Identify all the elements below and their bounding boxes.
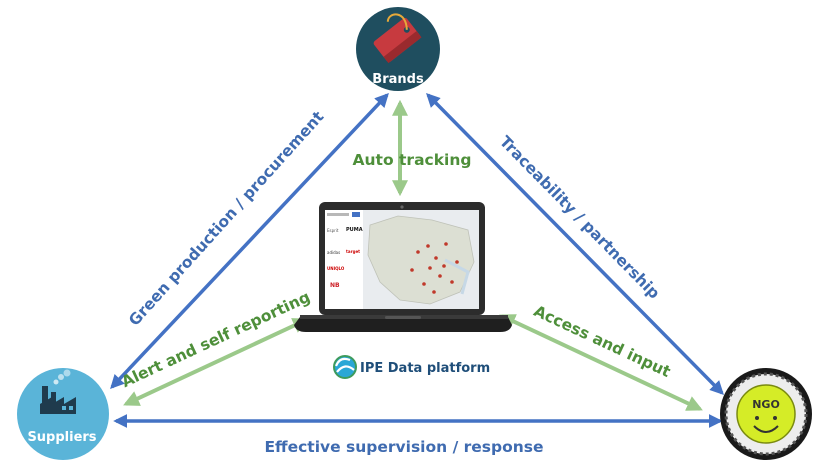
logo-adidas: adidas [327,250,341,255]
node-brands: Brands [356,7,440,91]
label-effective-supervision: Effective supervision / response [264,438,543,456]
arrow-access-input [499,314,703,411]
smiley-badge-icon [736,384,796,444]
ipe-platform: IPE Data platform [333,355,490,379]
ngo-label: NGO [752,398,780,411]
laptop-base [294,317,512,332]
label-traceability: Traceability / partnership [496,133,663,303]
price-tag-icon [373,13,422,64]
logo-uniqlo: UNIQLO [327,266,345,271]
node-ngo: NGO [720,368,812,460]
screen-logos: Esprit PUMA adidas target UNIQLO NB [326,220,363,306]
logo-nb: NB [330,282,340,289]
logo-esprit: Esprit [327,228,339,233]
ipe-logo-icon [333,355,357,379]
node-suppliers: Suppliers [17,368,109,460]
laptop [294,202,512,332]
factory-icon [40,369,76,414]
arrow-alert-reporting [123,318,309,406]
logo-puma: PUMA [346,227,363,233]
platform-label: IPE Data platform [360,361,490,376]
brands-label: Brands [372,72,424,87]
suppliers-label: Suppliers [27,430,96,445]
logo-target: target [346,249,361,254]
label-auto-tracking: Auto tracking [353,151,472,169]
